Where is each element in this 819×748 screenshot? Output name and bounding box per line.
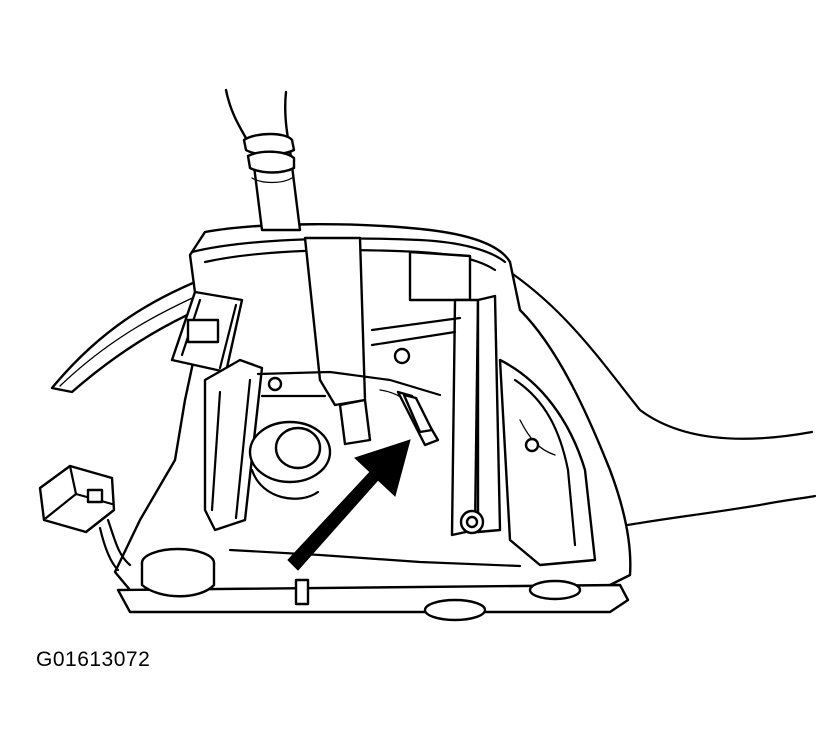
solenoid-cylinder [248, 420, 332, 500]
base-plate [116, 509, 630, 622]
shift-cable [486, 256, 817, 532]
right-side-frame [498, 358, 597, 567]
left-lever-tab [170, 290, 244, 374]
figure-code-label: G01613072 [36, 648, 151, 671]
pointer-arrow [287, 439, 411, 571]
electrical-connector [38, 464, 132, 572]
left-side-rail [203, 358, 264, 532]
shift-lock-switch [396, 390, 440, 447]
shift-gate-plate [303, 236, 372, 446]
shift-lever [224, 88, 302, 232]
right-upright-bracket [370, 250, 502, 537]
